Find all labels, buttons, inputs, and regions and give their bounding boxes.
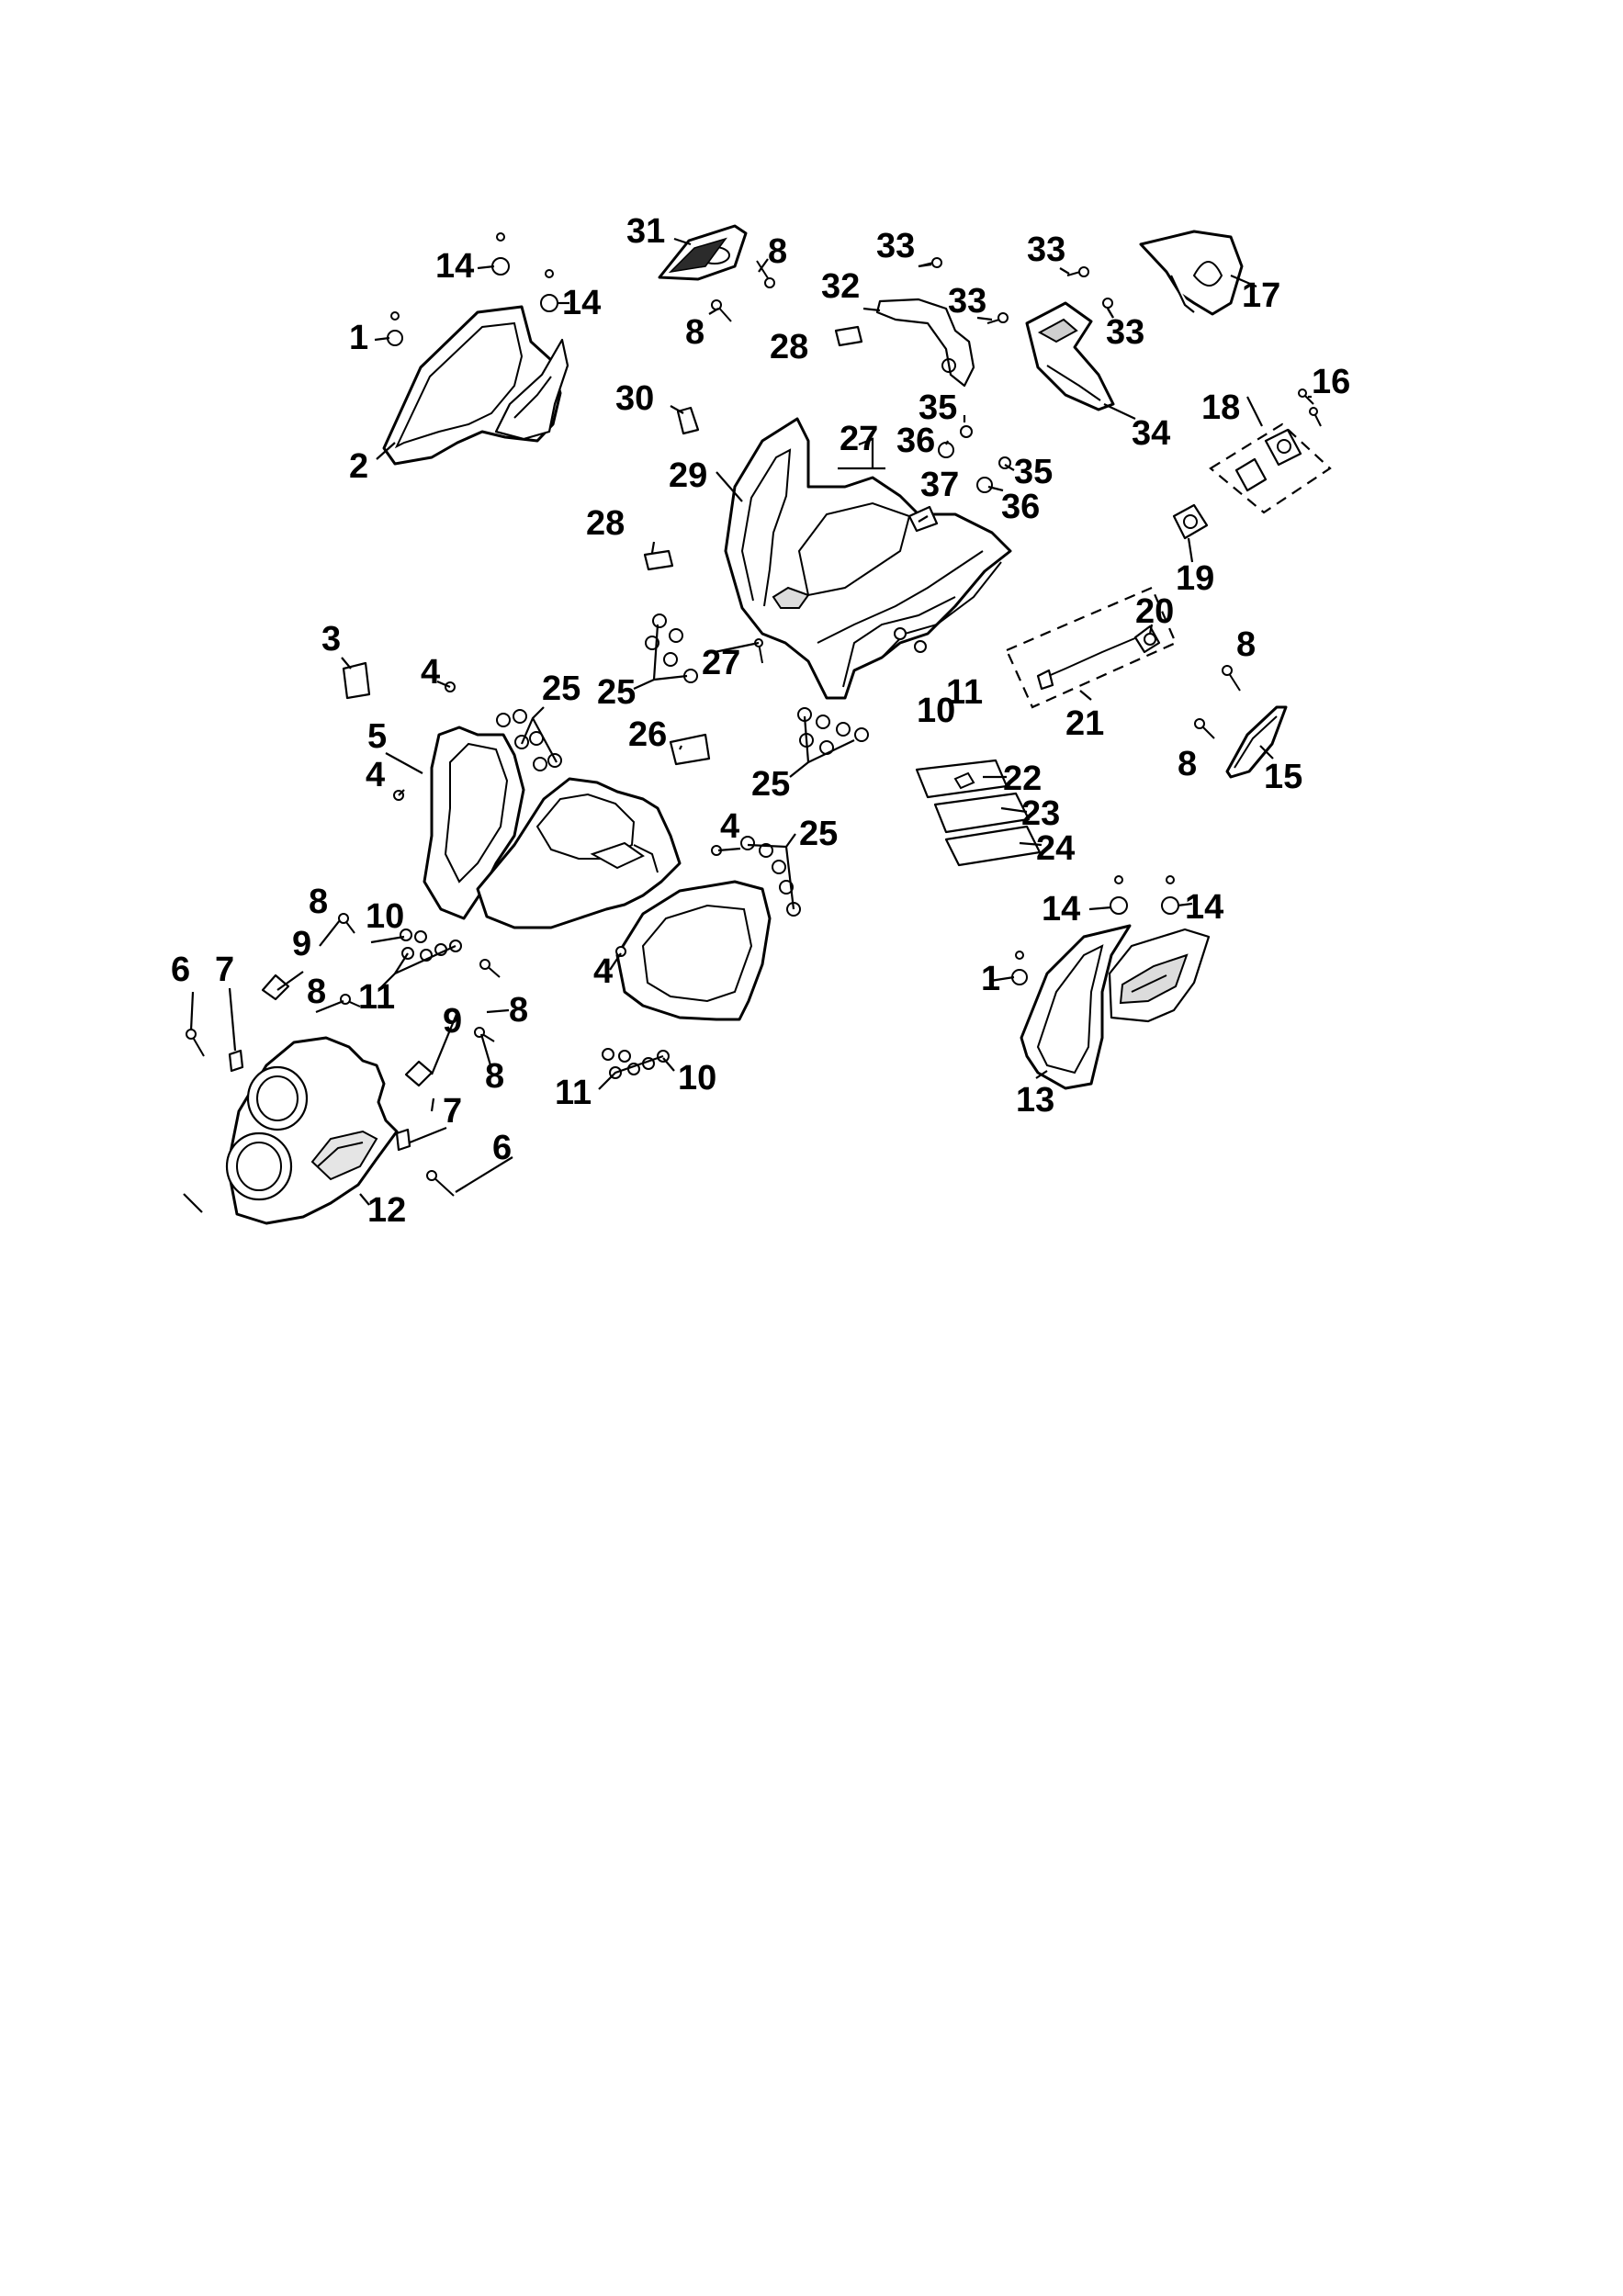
part-front-panel: [423, 726, 525, 920]
part-26-plate: [669, 733, 711, 766]
leader-lines: [183, 237, 1312, 1213]
callout-4-b: 4: [366, 756, 385, 794]
callout-23: 23: [1021, 794, 1060, 833]
callout-27-a: 27: [840, 420, 878, 458]
callout-2: 2: [349, 447, 368, 486]
callout-29: 29: [669, 456, 707, 495]
callout-36-b: 36: [1001, 488, 1040, 526]
part-28-plate-upper: [834, 325, 863, 347]
part-decal-stack: [915, 759, 1042, 867]
callout-16: 16: [1312, 363, 1350, 401]
callout-8-c: 8: [1236, 625, 1256, 664]
callout-10-c: 10: [917, 692, 955, 730]
callout-24: 24: [1036, 829, 1075, 868]
part-3-pad: [342, 661, 371, 700]
callout-8-d: 8: [1178, 745, 1197, 783]
callout-4-a: 4: [421, 653, 440, 692]
part-rear-cowl: [1139, 230, 1244, 316]
callout-22: 22: [1003, 760, 1042, 798]
callout-33-c: 33: [1027, 231, 1065, 269]
callout-28-b: 28: [586, 504, 625, 543]
callout-6-b: 6: [492, 1129, 512, 1167]
part-small-plates: [342, 325, 939, 766]
callout-37: 37: [920, 466, 959, 504]
callout-13: 13: [1016, 1081, 1054, 1120]
callout-33-a: 33: [876, 227, 915, 265]
callout-15: 15: [1264, 758, 1302, 796]
callout-14-c: 14: [1042, 890, 1080, 929]
callout-33-b: 33: [948, 282, 986, 321]
callout-9-b: 9: [443, 1002, 462, 1041]
callout-4-c: 4: [720, 807, 739, 846]
callout-5: 5: [367, 717, 387, 756]
callout-25-a: 25: [542, 670, 580, 708]
part-30-bushing: [676, 406, 700, 435]
callout-21: 21: [1065, 704, 1104, 743]
part-plate-bracket: [1025, 301, 1115, 411]
callout-30: 30: [615, 379, 654, 418]
callout-7-b: 7: [443, 1092, 462, 1131]
part-28-plate-lower: [643, 549, 674, 571]
part-cable-assembly: [1005, 586, 1178, 709]
callout-10-a: 10: [366, 897, 404, 936]
callout-35-b: 35: [1014, 453, 1053, 491]
callout-33-d: 33: [1106, 313, 1144, 352]
callout-8-b: 8: [685, 313, 704, 352]
callout-18: 18: [1201, 388, 1240, 427]
callout-9-a: 9: [292, 925, 311, 963]
callout-3: 3: [321, 620, 341, 658]
callout-31: 31: [626, 212, 665, 251]
callout-27-b: 27: [702, 644, 740, 682]
callout-14-d: 14: [1185, 888, 1223, 927]
callout-8-e: 8: [309, 883, 328, 921]
callout-1-lower: 1: [981, 960, 1000, 998]
part-headlight-cowl: [225, 1036, 399, 1225]
callout-1-upper: 1: [349, 319, 368, 357]
callout-25-c: 25: [751, 765, 790, 804]
fasteners: [186, 232, 1322, 1197]
part-front-fender-center: [476, 777, 682, 929]
part-bracket: [875, 298, 975, 388]
callout-26: 26: [628, 715, 667, 754]
callout-14-a: 14: [435, 247, 474, 286]
callout-19: 19: [1176, 559, 1214, 598]
callout-8-g: 8: [509, 991, 528, 1030]
callout-14-b: 14: [562, 284, 601, 322]
callout-32: 32: [821, 267, 860, 306]
callout-28-a: 28: [770, 328, 808, 366]
part-side-panel-right: [1020, 924, 1211, 1090]
callout-11-b: 11: [555, 1074, 592, 1112]
callout-11-c: 11: [946, 673, 983, 712]
callout-17: 17: [1242, 276, 1280, 315]
callout-34: 34: [1132, 414, 1170, 453]
part-side-panel-left: [382, 305, 569, 466]
callout-6-a: 6: [171, 951, 190, 989]
callout-25-d: 25: [799, 815, 838, 853]
callout-8-h: 8: [485, 1057, 504, 1096]
callout-labels: 1 2 3 4 5 4 4 4 6 6 7 7 8 8 8 8 8 8 8 8 …: [171, 212, 1350, 1230]
part-grommet: [1172, 503, 1209, 540]
callout-25-b: 25: [597, 673, 636, 712]
part-front-fender-right: [615, 880, 772, 1021]
callout-12: 12: [367, 1191, 406, 1230]
callout-11-a: 11: [358, 978, 395, 1017]
callout-36-a: 36: [896, 422, 935, 460]
callout-10-b: 10: [678, 1059, 716, 1097]
callout-8-a: 8: [768, 232, 787, 271]
part-rear-fender: [724, 417, 1012, 700]
part-reflector: [1225, 705, 1288, 779]
part-latch-assembly: [1209, 422, 1332, 514]
callout-35-a: 35: [919, 388, 957, 427]
part-tail-light: [658, 224, 748, 281]
callout-8-f: 8: [307, 973, 326, 1011]
callout-4-d: 4: [593, 952, 613, 991]
callout-7-a: 7: [215, 951, 234, 989]
callout-20: 20: [1135, 592, 1174, 631]
